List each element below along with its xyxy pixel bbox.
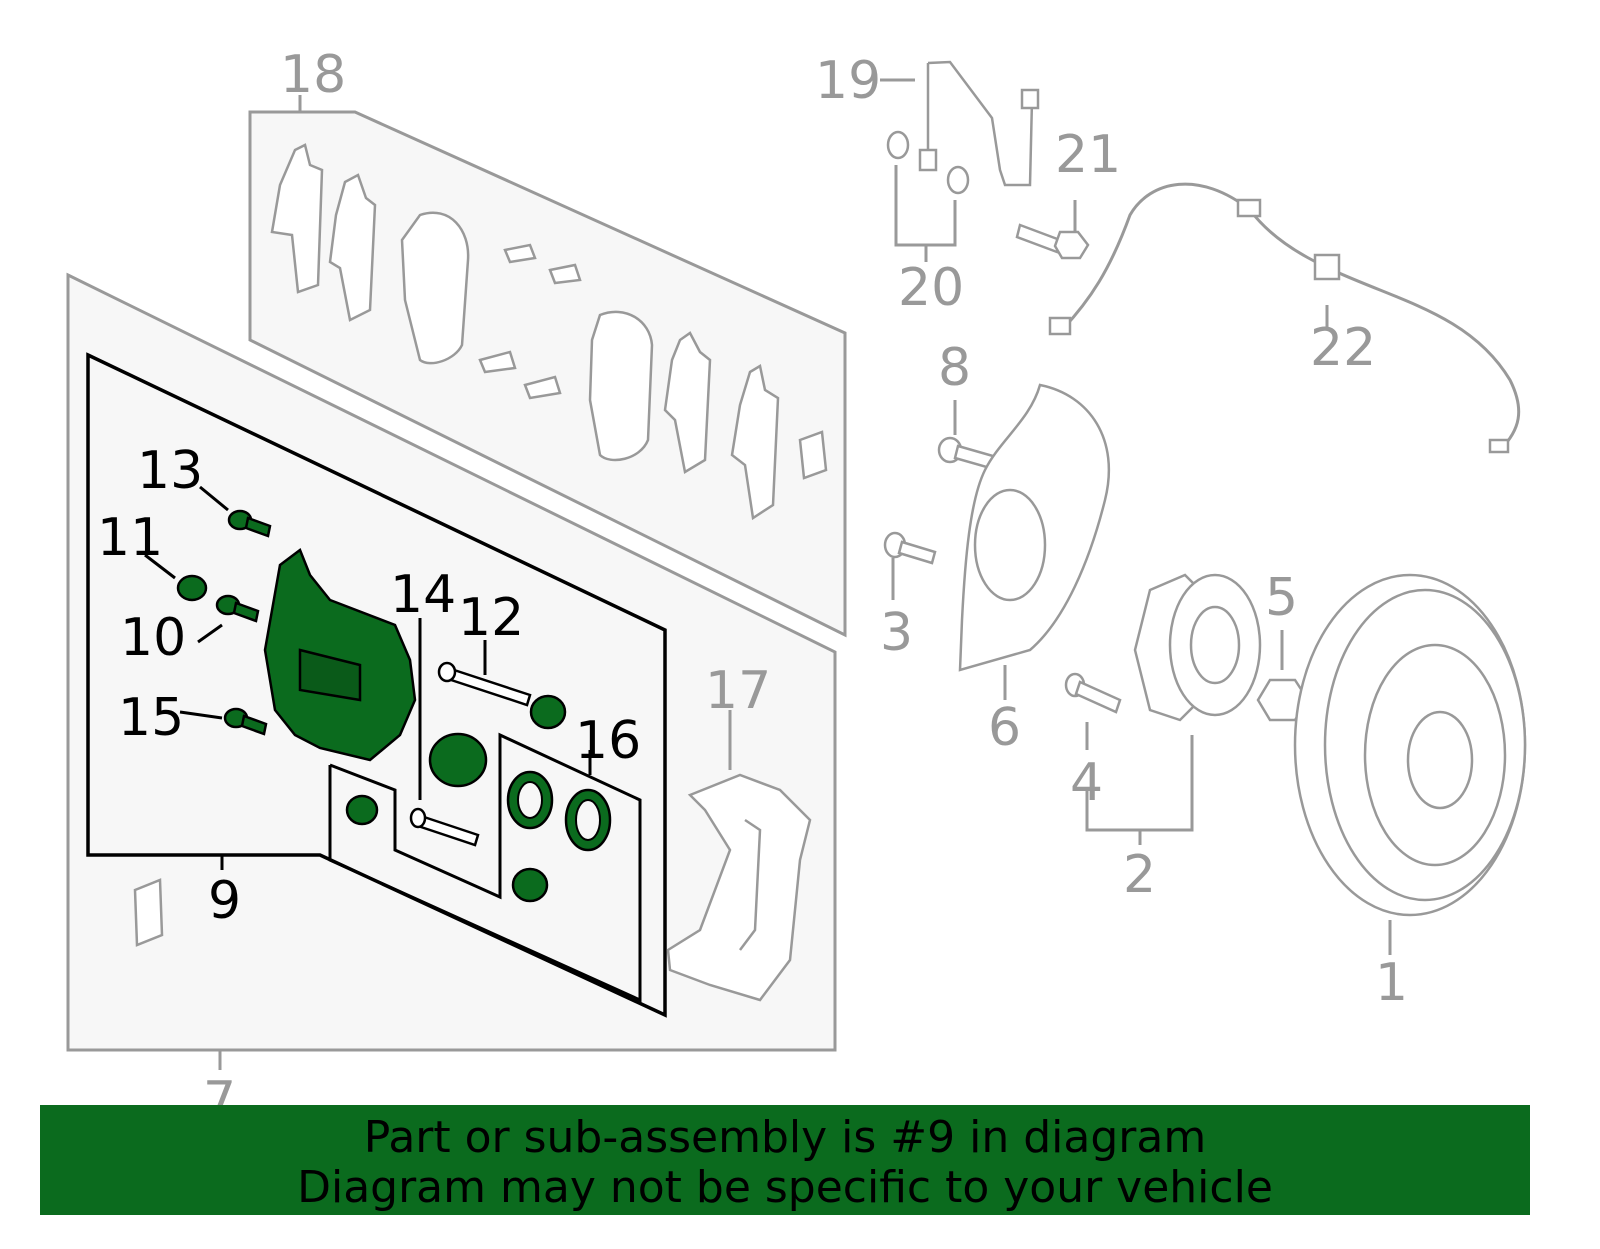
info-banner: Part or sub-assembly is #9 in diagram Di… bbox=[40, 1105, 1530, 1215]
caliper-parts-highlighted bbox=[176, 509, 612, 903]
callout-5: 5 bbox=[1265, 568, 1298, 628]
callout-19: 19 bbox=[815, 51, 881, 111]
callout-3: 3 bbox=[880, 603, 913, 663]
brake-hose-19 bbox=[880, 60, 1040, 262]
bolt-21 bbox=[1015, 200, 1090, 260]
callout-16: 16 bbox=[575, 711, 641, 771]
callout-21: 21 bbox=[1055, 125, 1121, 185]
wheel-hub-2 bbox=[1085, 573, 1262, 845]
callout-2: 2 bbox=[1123, 845, 1156, 905]
clip bbox=[133, 878, 164, 947]
callout-14: 14 bbox=[390, 565, 456, 625]
banner-line-1: Part or sub-assembly is #9 in diagram bbox=[363, 1112, 1207, 1163]
callout-1: 1 bbox=[1375, 953, 1408, 1013]
leader-lines bbox=[144, 485, 732, 800]
callout-8: 8 bbox=[938, 338, 971, 398]
pad-kit-panel-18 bbox=[248, 95, 847, 638]
callout-20: 20 bbox=[898, 258, 964, 318]
brake-rotor-1 bbox=[1293, 573, 1527, 955]
callout-18: 18 bbox=[280, 45, 346, 105]
callout-12: 12 bbox=[458, 588, 524, 648]
boot-12 bbox=[529, 694, 567, 730]
wheel-stud-4 bbox=[1064, 672, 1122, 750]
guide-pins bbox=[409, 661, 532, 847]
caliper-bracket-17 bbox=[666, 773, 812, 1002]
callout-10: 10 bbox=[120, 608, 186, 668]
callout-13: 13 bbox=[137, 441, 203, 501]
bolt-3 bbox=[883, 531, 937, 600]
callout-9: 9 bbox=[208, 871, 241, 931]
banner-line-2: Diagram may not be specific to your vehi… bbox=[297, 1162, 1273, 1213]
boot-b bbox=[511, 867, 549, 903]
callout-17: 17 bbox=[705, 661, 771, 721]
callout-6: 6 bbox=[988, 698, 1021, 758]
caliper-body bbox=[263, 548, 417, 762]
callout-labels: 1 2 3 4 5 6 7 8 9 10 11 12 13 14 15 16 1… bbox=[97, 45, 1408, 1131]
bushing bbox=[345, 794, 379, 826]
callout-15: 15 bbox=[118, 688, 184, 748]
piston bbox=[428, 732, 488, 788]
callout-4: 4 bbox=[1070, 753, 1103, 813]
callout-22: 22 bbox=[1310, 318, 1376, 378]
cap-11 bbox=[176, 574, 208, 602]
dust-shield-6 bbox=[958, 383, 1111, 700]
speed-sensor-22 bbox=[1048, 182, 1521, 454]
callout-11: 11 bbox=[97, 508, 163, 568]
